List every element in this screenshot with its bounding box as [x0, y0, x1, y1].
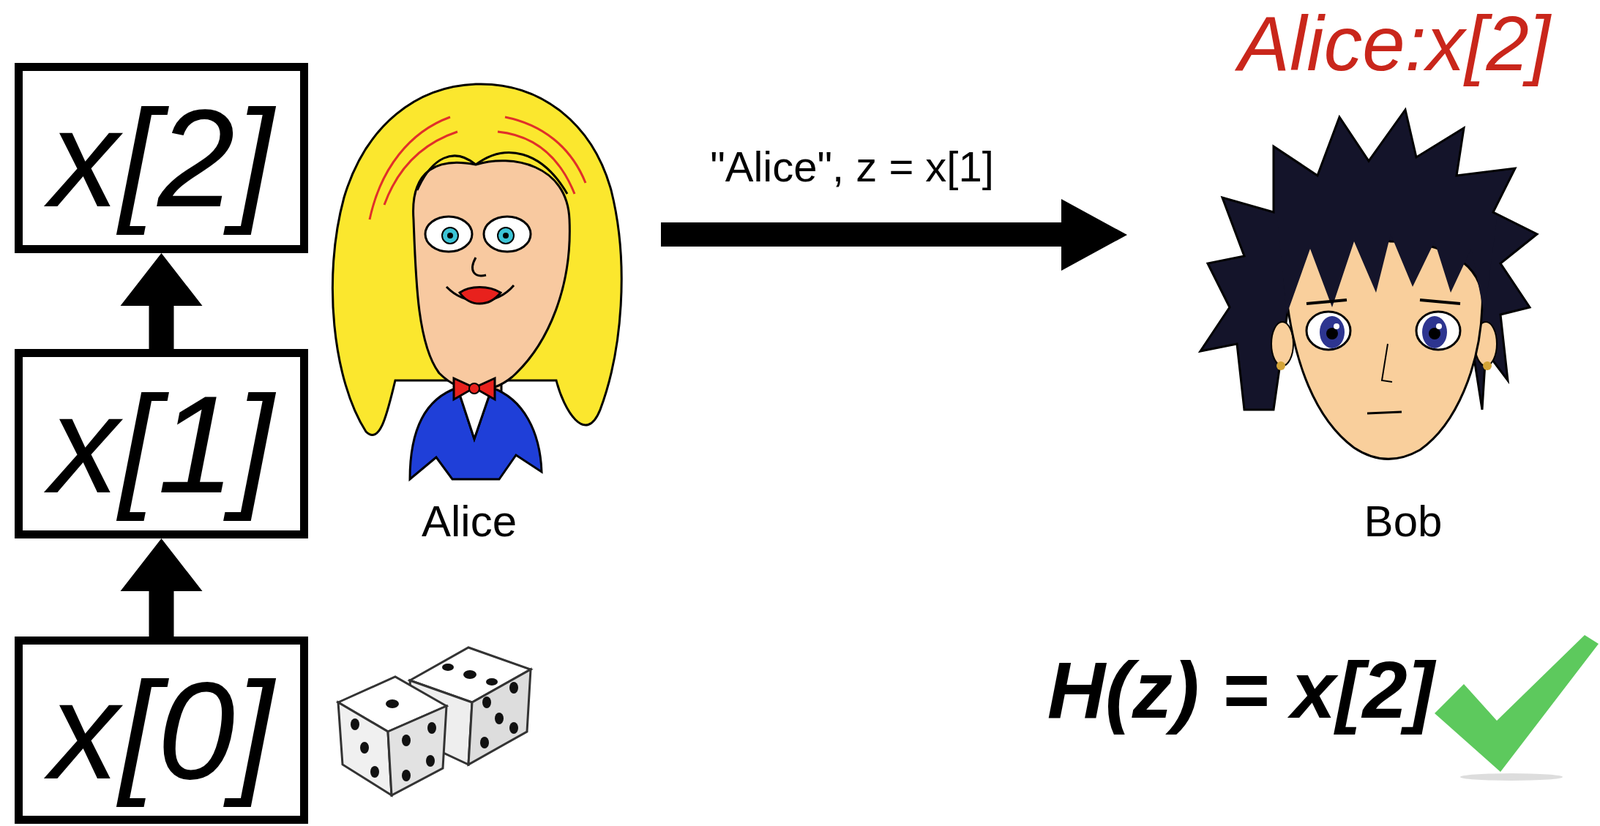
alice-figure-part: [502, 232, 509, 239]
bob-figure-part: [1482, 361, 1492, 371]
dice-illustration-part: [427, 722, 437, 735]
dice-illustration-part: [401, 769, 411, 782]
alice-figure-part: [497, 227, 514, 244]
dice-illustration-part: [509, 682, 519, 694]
alice-figure-part: [453, 378, 495, 400]
step-arrow: [120, 538, 203, 637]
alice-figure-part: [369, 117, 586, 220]
dice-illustration-part: [338, 702, 392, 796]
dice-illustration-part: [425, 755, 435, 768]
alice-figure-part: [425, 216, 473, 252]
message-arrow: [660, 199, 1128, 271]
message-label: "Alice", z = x[1]: [654, 143, 1050, 191]
bob-figure-part: [1306, 300, 1461, 304]
bob-figure-part: [1381, 344, 1393, 383]
bob-figure-part: [1333, 323, 1340, 330]
bob-figure-part: [1436, 323, 1442, 330]
check-mark: [1434, 635, 1599, 781]
state-box: x[2]: [14, 62, 309, 254]
step-arrow: [120, 253, 203, 350]
message-arrow-part: [660, 199, 1128, 271]
bob-figure-part: [1422, 316, 1448, 349]
dice-illustration-part: [350, 718, 360, 731]
alice-figure-part: [442, 227, 459, 244]
bob-figure-part: [1416, 311, 1461, 350]
person-name: Alice: [359, 497, 579, 547]
dice-illustration-part: [468, 669, 531, 765]
state-box: x[0]: [14, 636, 309, 825]
bob-figure-part: [1319, 316, 1345, 349]
dice-illustration-part: [401, 734, 411, 747]
dice-illustration-part: [494, 712, 504, 725]
bob-figure-part: [1326, 327, 1338, 340]
alice-figure-part: [447, 232, 454, 239]
alice-figure-part: [469, 383, 480, 394]
state-value: x[0]: [49, 660, 274, 800]
dice-illustration-part: [370, 766, 380, 779]
state-box: x[1]: [14, 349, 309, 539]
alice-figure-part: [409, 387, 542, 480]
alice-figure: [332, 84, 622, 480]
dice-illustration-part: [482, 696, 492, 709]
bob-figure-part: [1276, 361, 1286, 371]
dice-illustration-part: [463, 670, 477, 680]
dice-illustration-part: [360, 742, 369, 754]
alice-figure-part: [413, 161, 571, 391]
dice-illustration: [338, 647, 531, 796]
person-name: Bob: [1293, 497, 1513, 547]
bob-figure-part: [1306, 311, 1351, 350]
alice-figure-part: [459, 287, 501, 305]
alice-figure-part: [472, 257, 487, 276]
bob-figure-part: [1428, 327, 1441, 340]
alice-figure-part: [332, 84, 622, 436]
bob-figure-part: [1277, 219, 1497, 315]
bob-figure: [1200, 109, 1538, 459]
alice-figure-part: [483, 216, 531, 252]
check-mark-part: [1434, 635, 1599, 773]
owner-label: Alice:x[2]: [1193, 1, 1596, 87]
alice-figure-part: [417, 152, 568, 194]
dice-illustration-part: [387, 706, 447, 796]
bob-figure-part: [1271, 322, 1294, 366]
state-value: x[2]: [49, 88, 274, 228]
dice-illustration-part: [442, 663, 454, 672]
bob-figure-part: [1367, 412, 1402, 414]
dice-illustration-part: [385, 699, 399, 709]
hash-check: H(z) = x[2]: [1046, 645, 1435, 735]
state-value: x[1]: [49, 374, 274, 514]
dice-illustration-part: [509, 722, 519, 735]
dice-illustration-part: [486, 678, 498, 686]
check-mark-part: [1460, 773, 1563, 781]
dice-illustration-part: [480, 737, 489, 749]
